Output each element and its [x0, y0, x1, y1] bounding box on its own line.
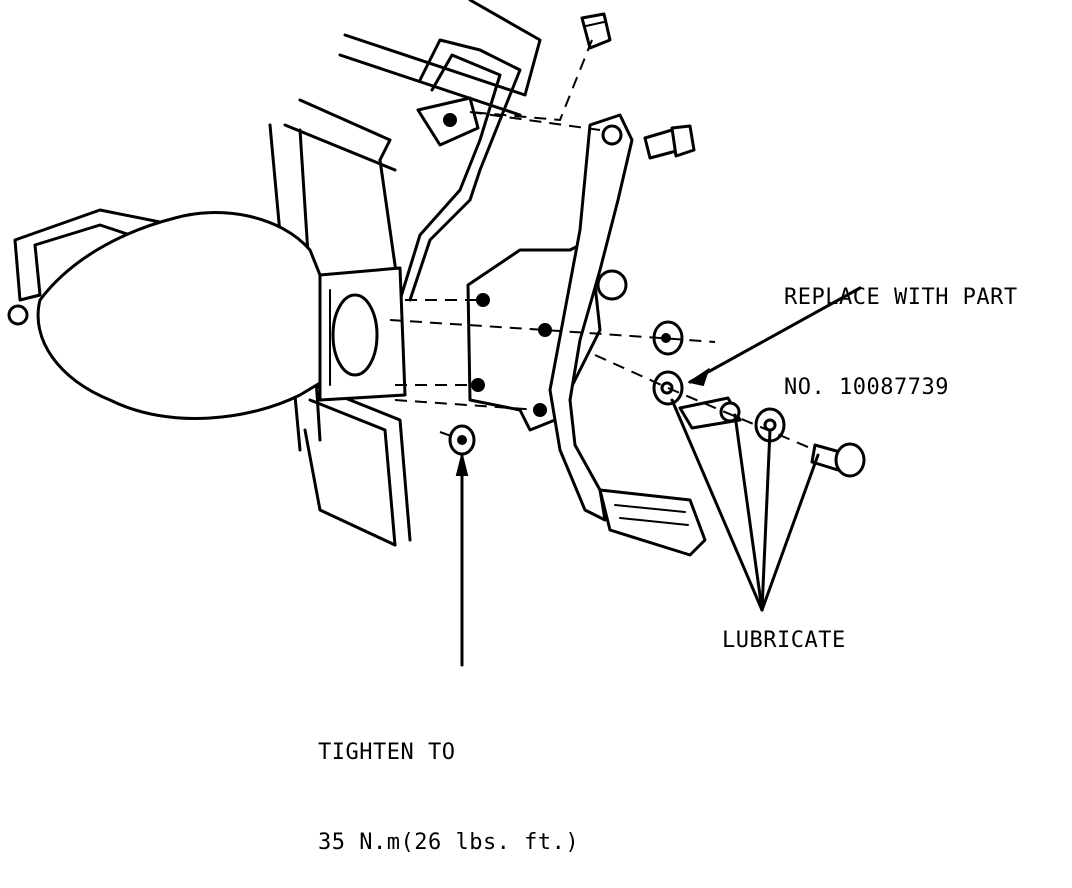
pivot-bolt [643, 124, 696, 160]
lubricate-callout: LUBRICATE [722, 628, 846, 653]
pushrod-link [678, 396, 742, 430]
brake-pedal-arm [548, 113, 707, 557]
replace-line-2: NO. 10087739 [784, 375, 949, 400]
bushing-washer [754, 407, 786, 443]
torque-line-1: TIGHTEN TO [318, 740, 456, 765]
power-brake-booster [7, 208, 407, 420]
replace-line-1: REPLACE WITH PART [784, 285, 1018, 310]
assembly-dashed-lines [389, 39, 816, 451]
leader-lines [455, 286, 862, 667]
brake-pedal-assembly-diagram [7, 0, 866, 667]
torque-callout: TIGHTEN TO 35 N.m(26 lbs. ft.) [318, 678, 579, 888]
torque-line-2: 35 N.m(26 lbs. ft.) [318, 830, 580, 855]
dash-support-bracket [283, 0, 542, 302]
replace-part-callout: REPLACE WITH PART NO. 10087739 [784, 223, 1018, 433]
clip-nut [580, 12, 612, 50]
bracket-mount [416, 96, 480, 147]
nut-upper [652, 320, 684, 356]
pin-bolt [810, 442, 866, 478]
